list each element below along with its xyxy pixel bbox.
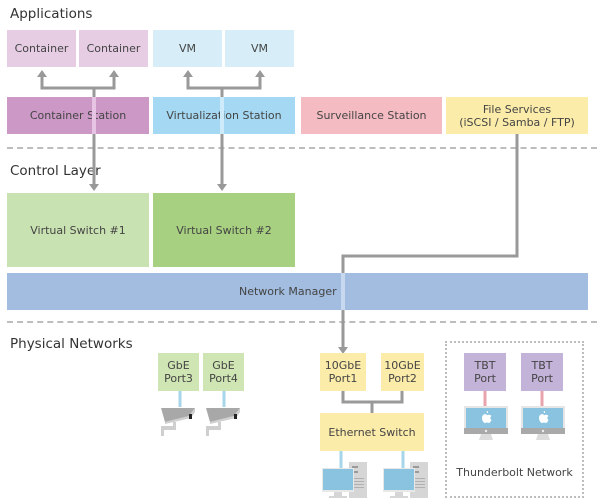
tengbe-port1-name: Port1 bbox=[328, 372, 358, 385]
network-manager-label: Network Manager bbox=[239, 285, 337, 298]
surveillance-camera-icon bbox=[161, 408, 195, 436]
gbe-port4[interactable]: GbE Port4 bbox=[203, 353, 244, 391]
tbt-port-2-type: TBT bbox=[531, 359, 553, 372]
arrow-down-vswitch-2 bbox=[217, 184, 227, 191]
container-app-1[interactable]: Container bbox=[7, 30, 76, 67]
network-manager[interactable]: Network Manager bbox=[7, 273, 588, 310]
gbe-port4-name: Port4 bbox=[209, 372, 238, 385]
vm-app-2[interactable]: VM bbox=[225, 30, 294, 67]
gbe-port3-name: Port3 bbox=[164, 372, 193, 385]
container-station[interactable]: Container Station bbox=[7, 97, 149, 134]
tbt-port-2-name: Port bbox=[531, 372, 553, 385]
vm-fork-line bbox=[186, 76, 262, 90]
control-layer-title: Control Layer bbox=[10, 163, 101, 179]
layer-divider-app-control bbox=[7, 147, 597, 149]
tengbe-port2-type: 10GbE bbox=[384, 359, 421, 372]
arrow-up-container-1 bbox=[37, 70, 47, 77]
arrow-up-vm-1 bbox=[183, 70, 193, 77]
desktop-pc-icon bbox=[322, 462, 367, 498]
arrow-down-vswitch-1 bbox=[89, 184, 99, 191]
file-services-path bbox=[341, 134, 519, 273]
gbe-port4-type: GbE bbox=[212, 359, 235, 372]
thunderbolt-network-group bbox=[445, 341, 584, 498]
surveillance-camera-icon bbox=[206, 408, 240, 436]
tbt-port-1-type: TBT bbox=[474, 359, 496, 372]
ethernet-switch[interactable]: Ethernet Switch bbox=[320, 413, 424, 451]
file-services-protocols: (iSCSI / Samba / FTP) bbox=[459, 115, 575, 129]
arrow-up-container-2 bbox=[109, 70, 119, 77]
tbt-port-1[interactable]: TBT Port bbox=[464, 353, 506, 391]
physical-networks-title: Physical Networks bbox=[10, 336, 133, 352]
applications-title: Applications bbox=[10, 6, 93, 22]
desktop-pc-icon bbox=[383, 462, 428, 498]
imac-icon bbox=[521, 406, 565, 440]
file-services[interactable]: File Services (iSCSI / Samba / FTP) bbox=[446, 97, 588, 134]
virtualization-station[interactable]: Virtualization Station bbox=[153, 97, 295, 134]
container-fork-line bbox=[40, 76, 116, 90]
virtual-switch-2[interactable]: Virtual Switch #2 bbox=[153, 193, 295, 267]
container-app-2[interactable]: Container bbox=[79, 30, 148, 67]
tengbe-port1[interactable]: 10GbE Port1 bbox=[320, 353, 366, 391]
virtual-switch-1[interactable]: Virtual Switch #1 bbox=[7, 193, 149, 267]
gbe-port3-type: GbE bbox=[167, 359, 190, 372]
imac-icon bbox=[464, 406, 508, 440]
tengbe-port2-name: Port2 bbox=[388, 372, 417, 385]
file-services-title: File Services bbox=[482, 102, 552, 116]
tbt-port-2[interactable]: TBT Port bbox=[521, 353, 563, 391]
vm-app-1[interactable]: VM bbox=[153, 30, 222, 67]
layer-divider-control-physical bbox=[7, 321, 597, 323]
surveillance-station[interactable]: Surveillance Station bbox=[301, 97, 442, 134]
tengbe-port1-type: 10GbE bbox=[324, 359, 362, 372]
thunderbolt-network-label: Thunderbolt Network bbox=[456, 466, 573, 479]
arrow-up-vm-2 bbox=[255, 70, 265, 77]
tengbe-port2[interactable]: 10GbE Port2 bbox=[381, 353, 424, 391]
gbe-port3[interactable]: GbE Port3 bbox=[158, 353, 199, 391]
tbt-port-1-name: Port bbox=[474, 372, 496, 385]
